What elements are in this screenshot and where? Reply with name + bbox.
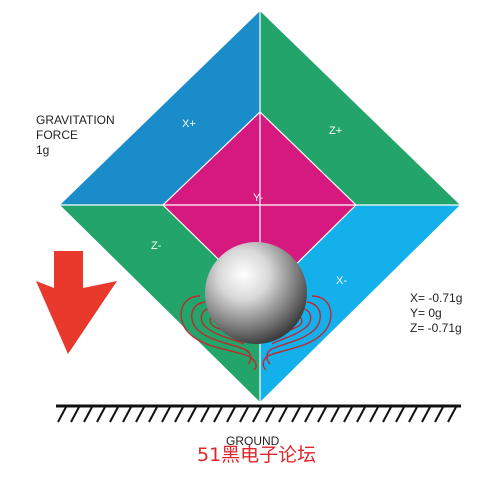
ground-hatch-mark <box>174 406 184 423</box>
reading-z: Z= -0.71g <box>410 321 462 335</box>
ground-hatch-mark <box>343 406 353 423</box>
ground-hatch-mark <box>109 406 119 423</box>
ground-hatch-mark <box>226 406 236 423</box>
reading-x: X= -0.71g <box>410 291 463 305</box>
gravity-label-line2: FORCE <box>36 128 78 142</box>
proof-mass-ball <box>205 242 307 344</box>
ground-hatch-mark <box>83 406 93 423</box>
pressure-contours <box>180 295 332 371</box>
ground-hatch-mark <box>122 406 132 423</box>
ground-hatch-mark <box>304 406 314 423</box>
ground-hatch-mark <box>278 406 288 423</box>
gravity-label: GRAVITATION FORCE 1g <box>36 113 115 158</box>
label-z-plus: Z+ <box>329 125 342 137</box>
face-x-plus <box>60 11 260 205</box>
ground-hatch-mark <box>369 406 379 423</box>
ground-line <box>56 404 461 423</box>
label-x-minus: X- <box>336 275 347 287</box>
ground-hatch-mark <box>395 406 405 423</box>
ground-hatch-mark <box>265 406 275 423</box>
ground-hatch-mark <box>96 406 106 423</box>
label-y-minus: Y- <box>253 192 263 204</box>
ground-label: GROUND <box>226 434 280 448</box>
ground-hatch-mark <box>161 406 171 423</box>
ground-hatch-mark <box>70 406 80 423</box>
ground-hatch-mark <box>356 406 366 423</box>
ground-hatch-mark <box>434 406 444 423</box>
ground-hatch-mark <box>421 406 431 423</box>
label-x-plus: X+ <box>182 118 196 130</box>
ground-hatch-mark <box>213 406 223 423</box>
face-z-minus <box>60 205 260 402</box>
ground-hatch-mark <box>252 406 262 423</box>
gravity-arrow <box>36 251 117 354</box>
ground-hatch-mark <box>200 406 210 423</box>
reading-y: Y= 0g <box>410 306 442 320</box>
watermark: 51黑电子论坛 <box>197 444 317 466</box>
ground-hatch-mark <box>382 406 392 423</box>
ground-hatch-mark <box>408 406 418 423</box>
ground-hatch-mark <box>239 406 249 423</box>
ground-hatch-mark <box>187 406 197 423</box>
ground-hatch-mark <box>148 406 158 423</box>
label-z-minus: Z- <box>151 240 162 252</box>
ground-hatch-mark <box>330 406 340 423</box>
gravity-label-line1: GRAVITATION <box>36 113 115 127</box>
ground-hatch-mark <box>447 406 457 423</box>
ground-hatch-mark <box>317 406 327 423</box>
ground-hatch-mark <box>57 406 67 423</box>
ground-hatch-mark <box>291 406 301 423</box>
face-x-minus <box>260 205 460 402</box>
ground-hatch-mark <box>135 406 145 423</box>
acceleration-readings: X= -0.71g Y= 0g Z= -0.71g <box>410 291 462 336</box>
gravity-value: 1g <box>36 143 50 157</box>
face-z-plus <box>260 11 460 205</box>
